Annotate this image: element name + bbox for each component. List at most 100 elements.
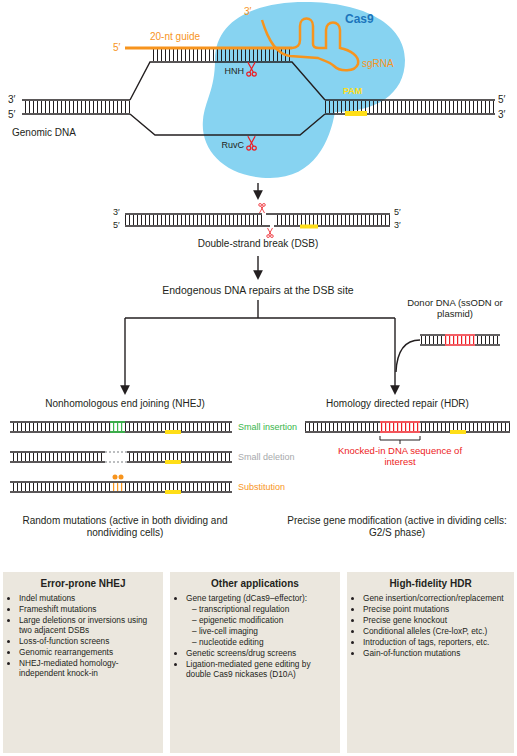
- info-box: High-fidelity HDR Gene insertion/correcti…: [347, 572, 514, 753]
- base-pairs: [10, 453, 105, 461]
- blob-shape: [203, 2, 405, 178]
- insert-label: Knocked-in DNA sequence of interest: [335, 446, 465, 468]
- dna-strand: [305, 421, 380, 422]
- dna-strand: [10, 451, 105, 452]
- motif-label: PAM: [343, 86, 383, 96]
- bullet-item: – transcriptional regulation: [192, 605, 334, 615]
- protein-blob: Cas9: [195, 0, 410, 180]
- pam-mark: [345, 111, 367, 116]
- stage-caption: Double-strand break (DSB): [138, 238, 378, 250]
- pathway-heading: Homology directed repair (HDR): [280, 398, 515, 410]
- donor-join-curve: [396, 340, 420, 372]
- pathway-heading: Nonhomologous end joining (NHEJ): [0, 398, 250, 410]
- pam-mark: [450, 430, 466, 434]
- bullet-item: Precise point mutations: [363, 605, 508, 615]
- mutation-label: Small deletion: [238, 452, 308, 462]
- nhej-deletion: [10, 452, 232, 464]
- base-pairs: [22, 101, 130, 113]
- dna-strand: [10, 491, 232, 492]
- flow-line: [125, 317, 395, 318]
- box-heading: Other applications: [176, 578, 334, 590]
- deleted-strand: [105, 461, 127, 462]
- scissors-symbol: [267, 228, 274, 238]
- mutation-label: Small insertion: [238, 422, 308, 432]
- bullet-item: – nucleotide editing: [192, 638, 334, 648]
- base-pairs: [420, 336, 445, 344]
- bullet-item: Introduction of tags, reporters, etc.: [363, 638, 508, 648]
- box-heading: Error-prone NHEJ: [9, 578, 157, 590]
- dna-strand: [420, 344, 445, 345]
- end-label: 5′: [113, 42, 125, 54]
- bullet-list: Gene targeting (dCas9–effector):– transc…: [176, 594, 334, 680]
- dna-strand: [475, 334, 500, 335]
- deleted-strand: [105, 451, 127, 452]
- donor-dna: [420, 335, 500, 345]
- domain-label: HNH: [214, 66, 244, 76]
- dna-strand: [22, 113, 130, 114]
- dna-strand: [127, 451, 232, 452]
- info-box: Error-prone NHEJIndel mutationsFrameshif…: [3, 572, 163, 753]
- domain-label: RuvC: [212, 140, 244, 150]
- bullet-item: – epigenetic modification: [192, 616, 334, 626]
- insert-strand: [380, 421, 420, 422]
- end-label: 3′: [498, 109, 514, 121]
- insert-bracket: [380, 436, 420, 444]
- bullet-item: Loss-of-function screens: [19, 637, 157, 647]
- dna-strand: [420, 431, 510, 432]
- flow-arrow: [394, 318, 395, 393]
- pam-mark: [165, 490, 181, 494]
- bullet-item: – live-cell imaging: [192, 627, 334, 637]
- inserted-strand: [110, 421, 125, 423]
- insert-pairs: [380, 423, 420, 431]
- dna-strand: [125, 225, 270, 226]
- dna-strand: [22, 99, 130, 100]
- bullet-list: Gene insertion/correction/replacementPre…: [353, 594, 508, 659]
- box-heading: High-fidelity HDR: [353, 578, 508, 590]
- mutation-label: Substitution: [238, 482, 308, 492]
- substitution-dot: [119, 475, 124, 480]
- guide-label: 20-nt guide: [150, 31, 230, 43]
- base-pairs: [125, 423, 232, 431]
- nhej-substitution: [10, 475, 232, 495]
- end-label: 3′: [8, 94, 22, 106]
- hdr-dna: [305, 422, 510, 444]
- bullet-item: Conditional alleles (Cre-loxP, etc.): [363, 627, 508, 637]
- bullet-item: Gain-of-function mutations: [363, 649, 508, 659]
- end-label: 5′: [394, 207, 408, 217]
- stage-caption: Endogenous DNA repairs at the DSB site: [88, 284, 428, 296]
- nhej-insertion: [10, 422, 232, 434]
- flow-line: [257, 300, 258, 318]
- flow-arrow: [257, 183, 258, 198]
- dna-strand: [10, 461, 105, 462]
- dna-strand: [475, 344, 500, 345]
- base-pairs: [127, 453, 232, 461]
- base-pairs: [475, 336, 500, 344]
- insert-strand: [445, 334, 475, 335]
- dna-strand: [10, 481, 232, 482]
- substitution-dot: [113, 475, 118, 480]
- scissors-symbol: [259, 204, 266, 214]
- info-box: Other applicationsGene targeting (dCas9–…: [170, 572, 340, 753]
- bullet-item: Gene insertion/correction/replacement: [363, 594, 508, 604]
- insert-strand: [445, 344, 475, 345]
- insert-strand: [380, 431, 420, 432]
- end-label: 5′: [498, 94, 514, 106]
- dna-strand: [10, 431, 232, 432]
- bullet-item: Ligation-mediated gene editing by double…: [186, 660, 334, 680]
- dna-strand: [305, 431, 380, 432]
- rna-label: sgRNA: [362, 58, 412, 70]
- split-arrows: [125, 300, 420, 393]
- dna-strand: [325, 113, 495, 114]
- inserted-strand: [110, 431, 125, 433]
- dna-strand: [420, 421, 510, 422]
- dna-strand: [127, 461, 232, 462]
- pam-mark: [165, 460, 181, 464]
- base-pairs: [274, 215, 390, 225]
- inserted-pairs: [110, 423, 125, 431]
- end-label: 5′: [113, 220, 125, 230]
- blob-outline: [195, 0, 410, 180]
- bullet-item: Genomic rearrangements: [19, 648, 157, 658]
- base-pairs: [420, 423, 510, 431]
- dsb-dna: [125, 214, 390, 226]
